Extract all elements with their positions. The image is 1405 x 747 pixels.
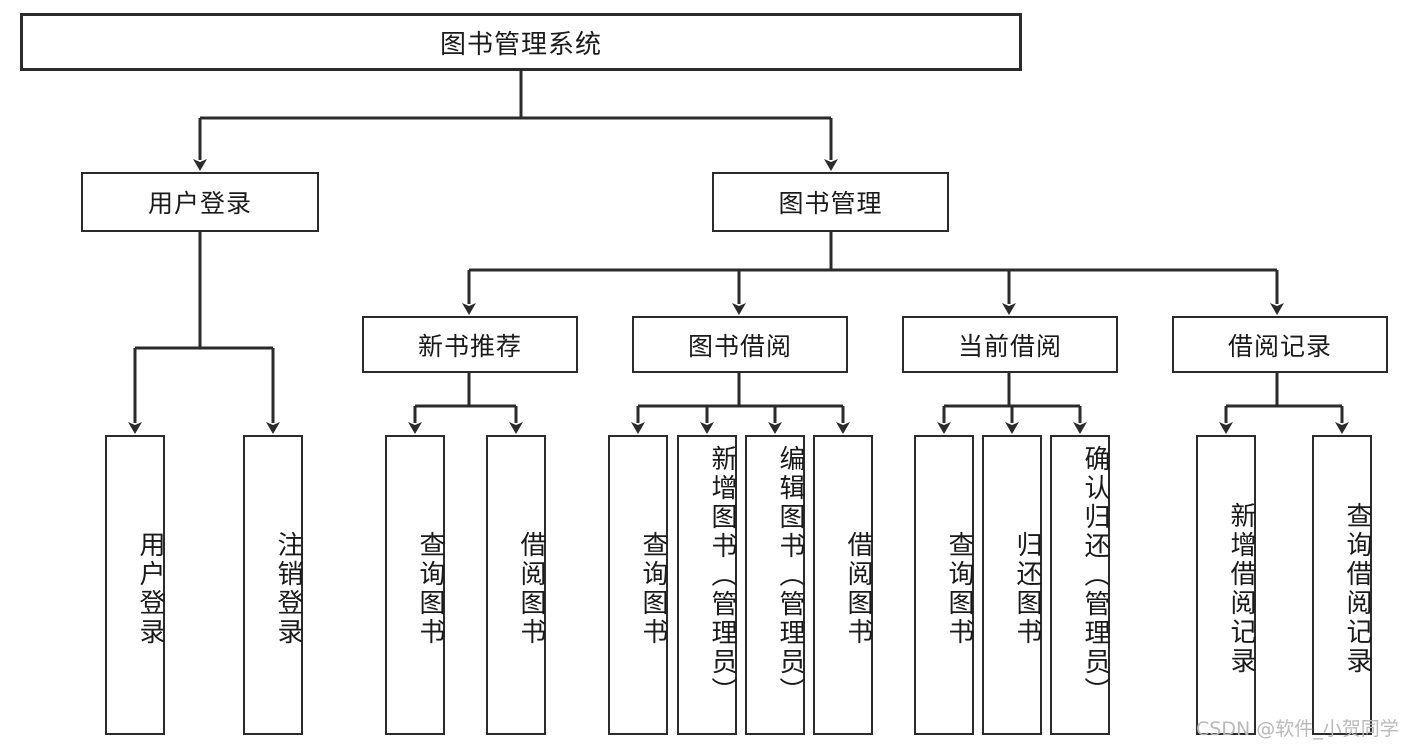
node-leaf-query-borrow-record[interactable]: 查询借阅记录 bbox=[1312, 435, 1372, 735]
node-root-system[interactable]: 图书管理系统 bbox=[20, 13, 1022, 71]
node-leaf-edit-book[interactable]: 编辑图书（管理员） bbox=[745, 435, 805, 735]
node-user-login[interactable]: 用户登录 bbox=[81, 172, 319, 232]
node-label: 用户登录 bbox=[135, 531, 165, 647]
node-label: 新增图书（管理员） bbox=[707, 445, 737, 706]
node-label: 图书管理 bbox=[778, 189, 883, 218]
node-leaf-return-book[interactable]: 归还图书 bbox=[982, 435, 1042, 735]
node-label: 编辑图书（管理员） bbox=[775, 445, 805, 706]
node-label: 用户登录 bbox=[147, 189, 252, 218]
node-leaf-add-book[interactable]: 新增图书（管理员） bbox=[677, 435, 737, 735]
node-label: 当前借阅 bbox=[957, 331, 1062, 361]
node-borrow-record[interactable]: 借阅记录 bbox=[1172, 316, 1388, 373]
node-leaf-query-book-current[interactable]: 查询图书 bbox=[914, 435, 974, 735]
node-book-borrow[interactable]: 图书借阅 bbox=[632, 316, 848, 373]
watermark-text: CSDN @软件_小贺同学 bbox=[1196, 718, 1399, 740]
node-label: 查询图书 bbox=[944, 531, 974, 647]
node-book-manage[interactable]: 图书管理 bbox=[712, 172, 949, 232]
node-label: 新增借阅记录 bbox=[1226, 502, 1256, 676]
node-leaf-user-logout[interactable]: 注销登录 bbox=[243, 435, 303, 735]
node-label: 确认归还（管理员） bbox=[1080, 445, 1110, 706]
node-new-book-recommend[interactable]: 新书推荐 bbox=[362, 316, 578, 373]
node-label: 图书管理系统 bbox=[439, 29, 602, 60]
node-label: 归还图书 bbox=[1012, 531, 1042, 647]
node-current-borrow[interactable]: 当前借阅 bbox=[902, 316, 1118, 373]
node-leaf-confirm-return[interactable]: 确认归还（管理员） bbox=[1050, 435, 1110, 735]
node-leaf-add-borrow-record[interactable]: 新增借阅记录 bbox=[1196, 435, 1256, 735]
node-leaf-query-book-borrow[interactable]: 查询图书 bbox=[608, 435, 668, 735]
node-leaf-query-book-recommend[interactable]: 查询图书 bbox=[385, 435, 445, 735]
node-label: 新书推荐 bbox=[417, 331, 522, 361]
node-leaf-borrow-book[interactable]: 借阅图书 bbox=[813, 435, 873, 735]
node-label: 查询图书 bbox=[638, 531, 668, 647]
node-label: 借阅图书 bbox=[843, 531, 873, 647]
node-label: 查询借阅记录 bbox=[1342, 502, 1372, 676]
node-leaf-borrow-book-recommend[interactable]: 借阅图书 bbox=[486, 435, 546, 735]
node-leaf-user-login[interactable]: 用户登录 bbox=[105, 435, 165, 735]
node-label: 查询图书 bbox=[415, 531, 445, 647]
node-label: 注销登录 bbox=[273, 531, 303, 647]
node-label: 借阅记录 bbox=[1227, 331, 1332, 361]
node-label: 借阅图书 bbox=[516, 531, 546, 647]
node-label: 图书借阅 bbox=[687, 331, 792, 361]
